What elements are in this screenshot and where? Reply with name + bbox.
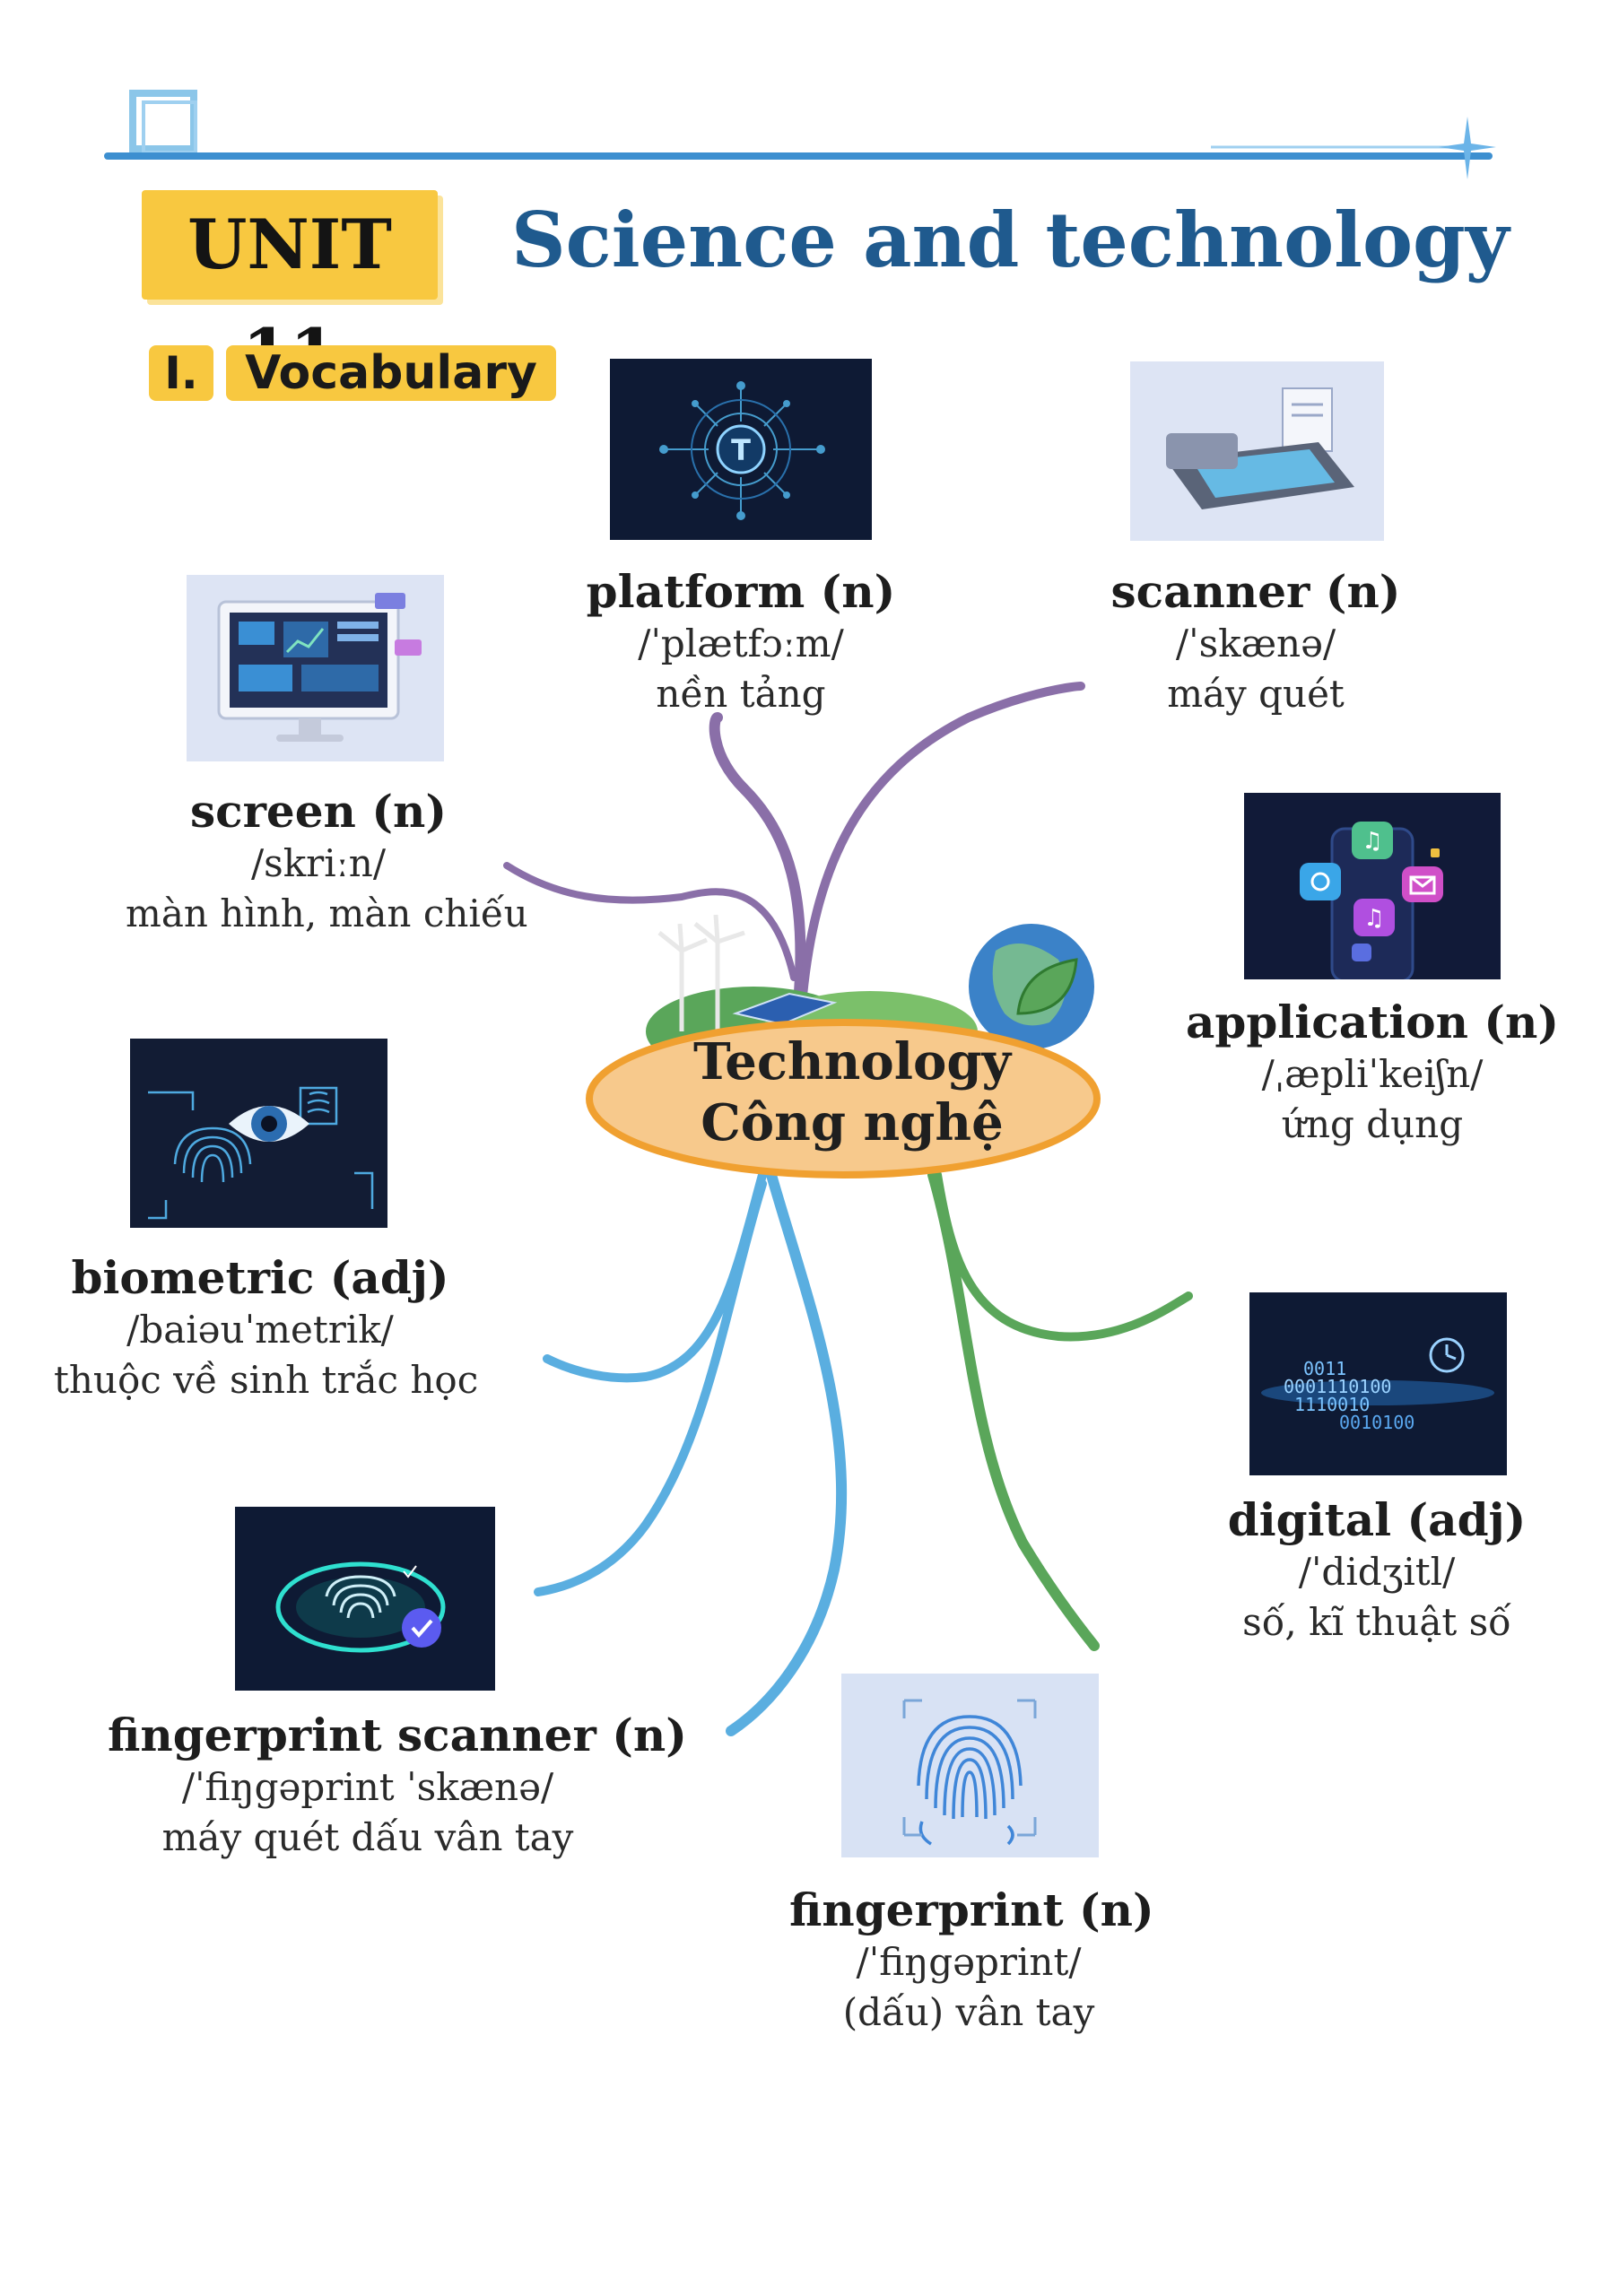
binary-code-icon: 0011 0001110100 1110010 0010100 (1261, 1337, 1494, 1433)
digital-image: 0011 0001110100 1110010 0010100 (1249, 1292, 1507, 1475)
term: fingerprint (n) (789, 1883, 1154, 1936)
svg-text:♫: ♫ (1362, 828, 1382, 855)
ipa: /ˈfiŋgəprint ˈskænə/ (181, 1765, 554, 1809)
word-biometric: biometric (adj) /baiəuˈmetrik/ thuộc về … (54, 1251, 479, 1405)
center-label: Technology Công nghệ (592, 1031, 1112, 1153)
term: digital (adj) (1227, 1493, 1527, 1546)
word-fingerprint: fingerprint (n) /ˈfiŋgəprint/ (dấu) vân … (789, 1883, 1154, 2038)
fingerprint-image (841, 1674, 1099, 1857)
meaning: thuộc về sinh trắc học (54, 1358, 479, 1402)
page-title: Science and technology (511, 196, 1510, 284)
ipa: /baiəuˈmetrik/ (126, 1308, 394, 1352)
fingerprint-icon (902, 1699, 1037, 1846)
term: application (n) (1185, 996, 1559, 1048)
flatbed-scanner-icon (1166, 387, 1354, 509)
meaning: máy quét (1167, 672, 1345, 716)
svg-text:0011: 0011 (1303, 1358, 1346, 1379)
globe-leaf-icon (969, 924, 1094, 1049)
meaning: (dấu) vân tay (842, 1990, 1095, 2034)
monitor-icon (217, 593, 422, 742)
word-application: application (n) /ˌæpliˈkeiʃn/ ứng dụng (1184, 996, 1561, 1150)
svg-text:0010100: 0010100 (1339, 1412, 1414, 1433)
header-decoration (104, 90, 1496, 179)
center-node (586, 914, 1101, 1178)
ipa: /ˈfiŋgəprint/ (856, 1940, 1082, 1984)
branch-digital (933, 1170, 1193, 1342)
solar-panel-icon (732, 992, 838, 1026)
center-label-en: Technology (692, 1032, 1012, 1091)
meaning: máy quét dấu vân tay (161, 1815, 574, 1859)
meaning: màn hình, màn chiếu (126, 891, 528, 935)
branch-platform (709, 712, 806, 1010)
eye-fingerprint-icon (148, 1086, 374, 1220)
word-platform: platform (n) /ˈplætfɔːm/ nền tảng (556, 565, 926, 719)
application-image: ♫ ♫ (1244, 793, 1501, 979)
section-label: Vocabulary (226, 345, 556, 401)
scanner-image (1130, 361, 1384, 541)
word-scanner: scanner (n) /ˈskænə/ máy quét (1076, 565, 1435, 719)
biometric-image (130, 1039, 387, 1228)
word-digital: digital (adj) /ˈdidʒitl/ số, kĩ thuật số (1197, 1493, 1556, 1648)
section-number: I. (149, 345, 213, 401)
center-label-vi: Công nghệ (701, 1093, 1004, 1152)
meaning: số, kĩ thuật số (1242, 1600, 1511, 1644)
word-fingerprint-scanner: fingerprint scanner (n) /ˈfiŋgəprint ˈsk… (108, 1709, 687, 1863)
branch-biometric (543, 1170, 767, 1383)
branch-fingerprint-scanner (534, 1179, 767, 1596)
term: scanner (n) (1110, 565, 1401, 618)
ipa: /ˌæpliˈkeiʃn/ (1261, 1052, 1484, 1096)
word-screen: screen (n) /skriːn/ màn hình, màn chiếu (126, 785, 528, 939)
meaning: ứng dụng (1281, 1102, 1464, 1146)
meaning: nền tảng (656, 672, 826, 716)
ipa: /ˈdidʒitl/ (1298, 1550, 1456, 1594)
svg-text:T: T (731, 433, 751, 467)
unit-badge (142, 190, 438, 300)
fingerprint-check-icon (275, 1561, 446, 1653)
ipa: /ˈplætfɔːm/ (638, 622, 844, 665)
ipa: /skriːn/ (250, 841, 386, 885)
term: biometric (adj) (71, 1251, 449, 1304)
branch-fingerprint (927, 1170, 1100, 1651)
ipa: /ˈskænə/ (1175, 622, 1336, 665)
circuit-t-icon: T (659, 381, 825, 520)
branch-long-blue (726, 1170, 848, 1736)
term: screen (n) (190, 785, 447, 838)
fingerprint-scanner-image (235, 1507, 495, 1691)
term: fingerprint scanner (n) (108, 1709, 687, 1761)
svg-text:♫: ♫ (1363, 905, 1384, 932)
svg-text:1110010: 1110010 (1294, 1394, 1370, 1415)
branch-screen (503, 862, 797, 981)
svg-text:0001110100: 0001110100 (1284, 1376, 1391, 1397)
wind-turbine-icon (657, 914, 745, 1031)
app-icons: ♫ ♫ (1300, 822, 1443, 979)
platform-image: T (610, 359, 872, 540)
screen-image (187, 575, 444, 761)
term: platform (n) (586, 565, 896, 618)
branch-scanner (798, 682, 1085, 1000)
